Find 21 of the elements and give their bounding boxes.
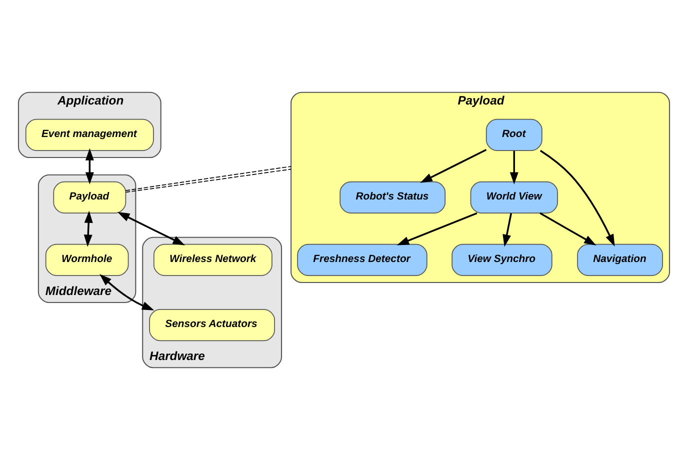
arrow <box>420 148 487 182</box>
arrow <box>540 212 596 245</box>
node-box: World View <box>470 180 558 213</box>
arrow <box>85 148 94 184</box>
node-box: Freshness Detector <box>297 243 428 276</box>
arrow <box>117 212 186 245</box>
arrow <box>510 150 518 184</box>
node-box: Root <box>486 118 542 150</box>
arrow <box>84 210 93 246</box>
node-box: Navigation <box>577 243 663 276</box>
node-box: Wireless Network <box>153 243 272 276</box>
arrow <box>540 149 615 246</box>
node-box: Sensors Actuators <box>149 308 275 341</box>
node-box: Payload <box>53 180 126 213</box>
arrow <box>100 273 154 310</box>
node-box: Robot's Status <box>340 180 446 213</box>
node-box: View Synchro <box>452 243 552 276</box>
arrow <box>502 212 512 246</box>
node-box: Event management <box>25 118 154 150</box>
node-box: Wormhole <box>45 243 129 276</box>
arrow <box>396 212 478 245</box>
